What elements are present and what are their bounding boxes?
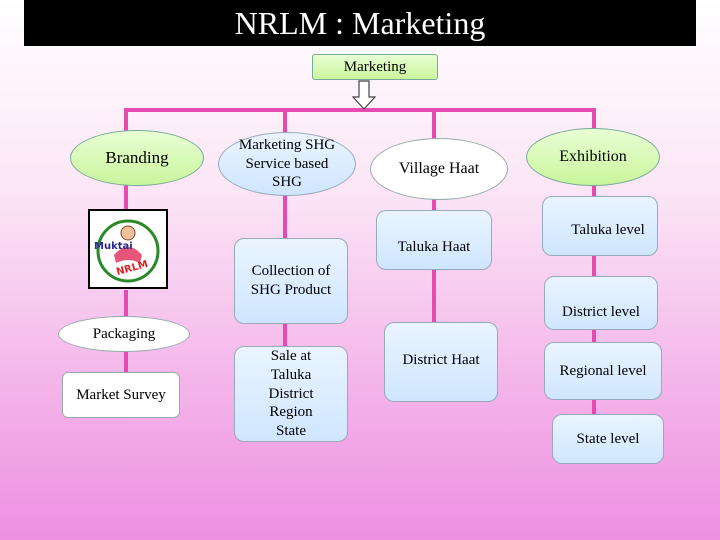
connector-branding-down-2 xyxy=(124,290,128,320)
taluka-level-node: Taluka level xyxy=(542,196,658,256)
connector-exhibition-down-1 xyxy=(592,182,596,200)
state-level-node: State level xyxy=(552,414,664,464)
district-haat-node: District Haat xyxy=(384,322,498,402)
district-level-node: District level xyxy=(544,276,658,330)
connector-village-down-2 xyxy=(432,268,436,326)
connector-village-down-1 xyxy=(432,190,436,212)
connector-branding-down-3 xyxy=(124,346,128,376)
connector-marketing-shg xyxy=(283,108,287,142)
branding-node: Branding xyxy=(70,130,204,186)
village-haat-node: Village Haat xyxy=(370,138,508,200)
connector-exhibition-down-3 xyxy=(592,328,596,346)
top-connector xyxy=(124,108,596,112)
packaging-node: Packaging xyxy=(58,316,190,352)
collection-node: Collection of SHG Product xyxy=(234,238,348,324)
connector-marketing-down-2 xyxy=(283,322,287,348)
slide-title: NRLM : Marketing xyxy=(24,0,696,46)
logo-text-muktai: Muktai xyxy=(94,241,133,252)
connector-branding-down-1 xyxy=(124,182,128,210)
connector-exhibition xyxy=(592,108,596,136)
connector-marketing-down-1 xyxy=(283,186,287,242)
root-marketing-box: Marketing xyxy=(312,54,438,80)
regional-level-node: Regional level xyxy=(544,342,662,400)
connector-exhibition-down-4 xyxy=(592,396,596,418)
sale-node: Sale at Taluka District Region State xyxy=(234,346,348,442)
muktai-nrlm-logo: Muktai NRLM xyxy=(88,209,168,289)
connector-branding xyxy=(124,108,128,140)
exhibition-node: Exhibition xyxy=(526,128,660,186)
market-survey-node: Market Survey xyxy=(62,372,180,418)
logo-emblem-icon xyxy=(96,219,160,283)
taluka-haat-node: Taluka Haat xyxy=(376,210,492,270)
down-arrow-icon xyxy=(352,80,376,110)
connector-exhibition-down-2 xyxy=(592,255,596,280)
marketing-shg-node: Marketing SHG Service based SHG xyxy=(218,132,356,196)
connector-village-haat xyxy=(432,108,436,142)
